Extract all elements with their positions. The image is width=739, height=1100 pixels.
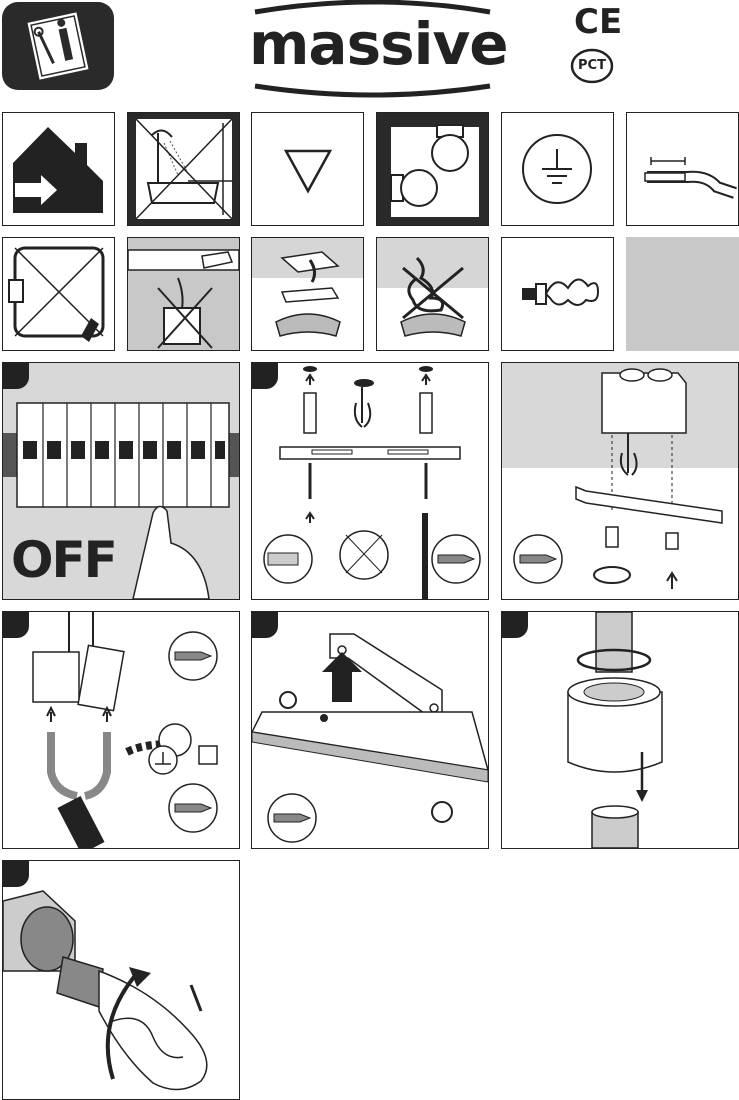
cord-switch-prohibited-icon bbox=[3, 238, 114, 350]
icon-cable-strip-length bbox=[626, 112, 739, 226]
step-7-insert-bulb bbox=[2, 860, 240, 1100]
house-icon bbox=[3, 113, 114, 225]
earth-ground-icon bbox=[502, 113, 613, 225]
terminal-wiring-illustration bbox=[3, 612, 239, 848]
ce-mark: CE bbox=[574, 2, 622, 42]
icon-blank-grey bbox=[626, 237, 739, 351]
step-5-mount-canopy bbox=[251, 611, 489, 849]
brand-name: massive bbox=[249, 10, 508, 78]
icon-not-for-bathroom bbox=[127, 112, 240, 226]
bulb-insertion-illustration bbox=[3, 861, 239, 1099]
cable-bulb-prohibited-icon bbox=[128, 238, 239, 350]
bulb-orientation-icon bbox=[377, 113, 488, 225]
canopy-mounting-icon bbox=[252, 238, 363, 350]
step-3-attach-bracket bbox=[501, 362, 739, 600]
icon-correct-mounting bbox=[251, 237, 364, 351]
canopy-fixing-illustration bbox=[252, 612, 488, 848]
icon-bulb-position bbox=[376, 112, 489, 226]
lampholder-illustration bbox=[502, 612, 738, 848]
step-2-drill-anchors bbox=[251, 362, 489, 600]
step-6-screw-lampholder bbox=[501, 611, 739, 849]
icon-mounting-surface bbox=[251, 112, 364, 226]
icon-indoor-use bbox=[2, 112, 115, 226]
icon-not-dimmable-switch bbox=[2, 237, 115, 351]
junction-box-illustration bbox=[502, 363, 738, 599]
icon-no-tangled-cables bbox=[376, 237, 489, 351]
bathroom-prohibited-icon bbox=[128, 113, 239, 225]
icon-protection-class bbox=[501, 112, 614, 226]
step-1-switch-off: OFF bbox=[2, 362, 240, 600]
brand-logo: massive bbox=[245, 0, 500, 100]
triangle-icon bbox=[252, 113, 363, 225]
pct-mark-text: PCT bbox=[578, 58, 606, 73]
pct-certification-mark: PCT bbox=[570, 48, 618, 84]
bracket-anchor-illustration bbox=[252, 363, 488, 599]
manual-book-icon bbox=[2, 2, 114, 90]
off-label: OFF bbox=[11, 531, 116, 589]
info-manual-badge bbox=[2, 2, 114, 90]
icon-energy-saving-bulb bbox=[501, 237, 614, 351]
step-4-wiring bbox=[2, 611, 240, 849]
tangled-cables-prohibited-icon bbox=[377, 238, 488, 350]
icon-no-cable-contact bbox=[127, 237, 240, 351]
cable-strip-icon bbox=[627, 113, 738, 225]
spiral-bulb-icon bbox=[502, 238, 613, 350]
